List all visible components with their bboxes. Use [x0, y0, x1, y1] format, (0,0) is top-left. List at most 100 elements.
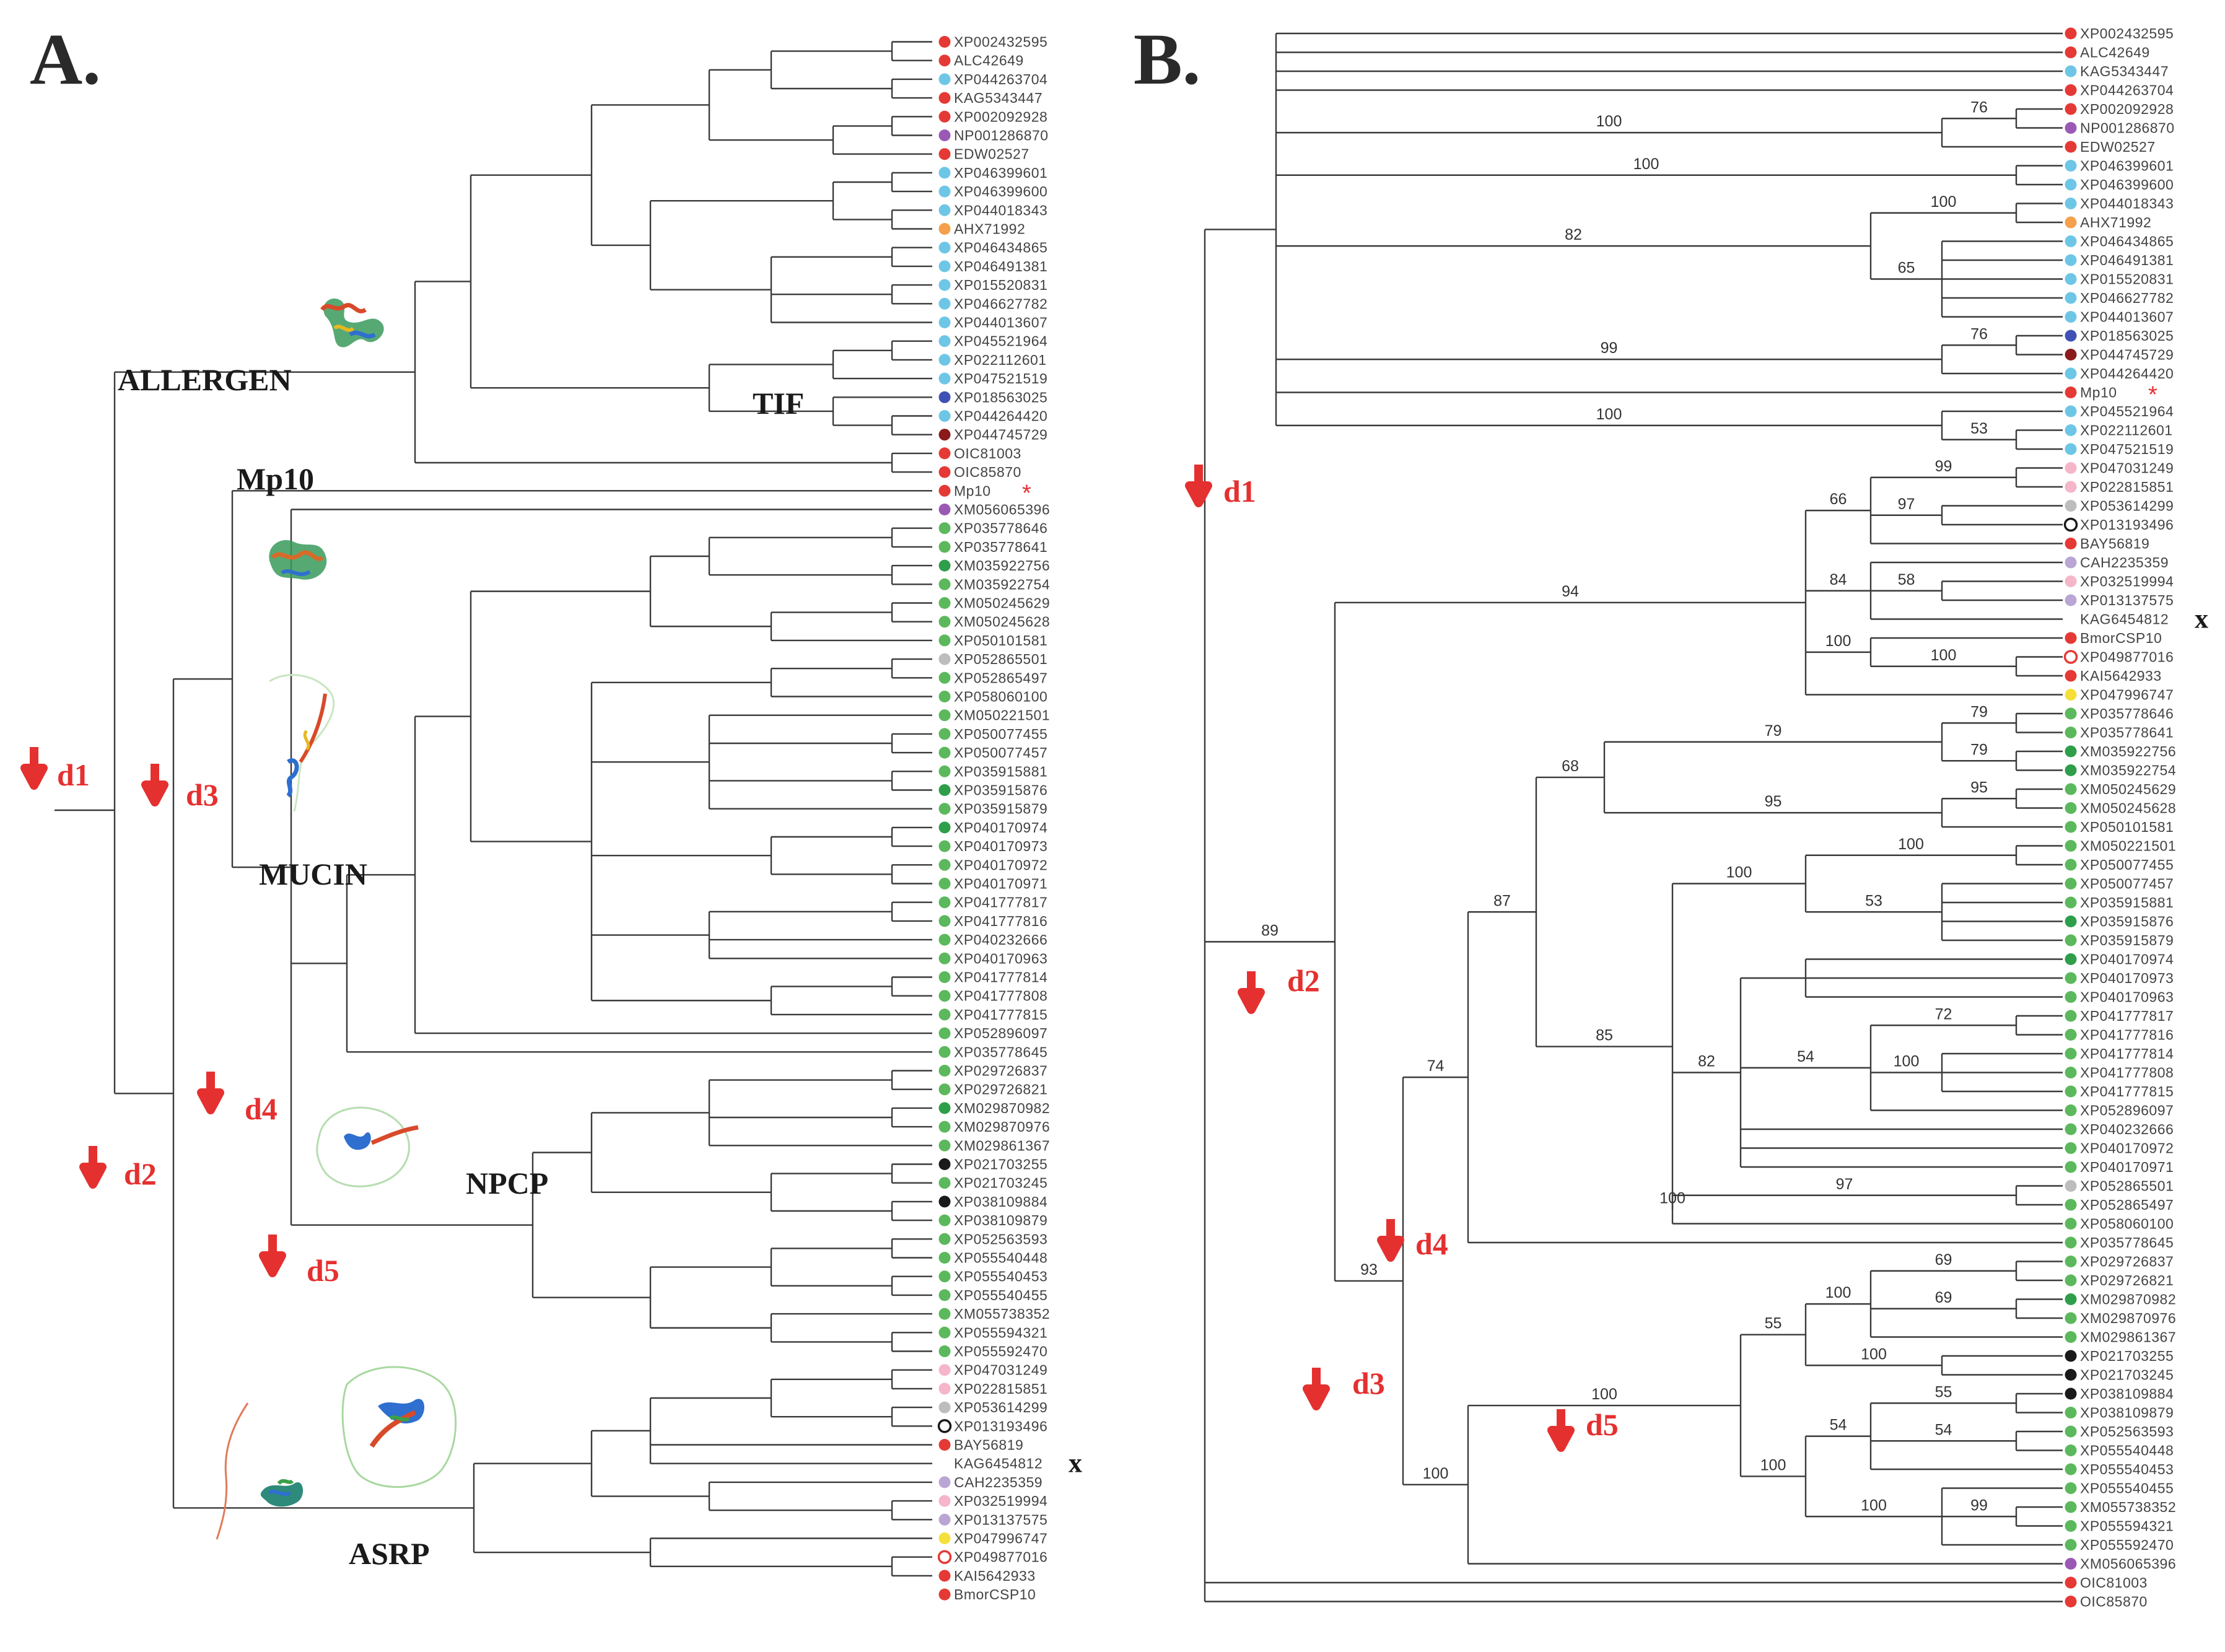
leaf-label: XP041777817 — [954, 894, 1047, 911]
leaf-dot — [938, 597, 951, 609]
leaf-dot — [2065, 916, 2077, 927]
leaf-label: XP055540448 — [2080, 1443, 2174, 1459]
leaf-label: KAG6454812 — [2080, 611, 2169, 627]
leaf-dot — [938, 1476, 951, 1488]
leaf-dot — [2065, 387, 2077, 398]
leaf-label: XP040170973 — [954, 838, 1047, 854]
leaf-label: XP029726837 — [2080, 1254, 2174, 1270]
leaf-label: XP047996747 — [954, 1531, 1047, 1547]
leaf-label: XP015520831 — [954, 277, 1047, 293]
leaf-dot — [938, 1401, 951, 1414]
leaf-dot — [2065, 1596, 2077, 1607]
leaf-label: XM035922756 — [954, 557, 1050, 574]
leaf-label: BmorCSP10 — [954, 1586, 1036, 1602]
leaf-label: XP046399600 — [954, 183, 1047, 199]
leaf-label: XP044264420 — [954, 408, 1047, 424]
leaf-label: XP035915879 — [954, 801, 1047, 817]
leaf-label: XP029726837 — [954, 1063, 1047, 1079]
leaf-label: OIC85870 — [2080, 1594, 2148, 1610]
leaf-dot — [938, 559, 951, 572]
leaf-dot — [938, 1046, 951, 1058]
bootstrap-value: 100 — [1861, 1497, 1887, 1514]
leaf-dot — [2065, 1161, 2077, 1173]
bootstrap-value: 68 — [1562, 758, 1579, 775]
leaf-dot — [938, 616, 951, 628]
leaf-dot — [938, 653, 951, 665]
leaf-dot — [938, 821, 951, 834]
leaf-dot — [938, 36, 951, 48]
leaf-dot — [938, 1364, 951, 1376]
leaf-dot — [938, 671, 951, 684]
leaf-dot — [938, 92, 951, 104]
leaf-label: XP052865501 — [2080, 1178, 2174, 1194]
leaf-dot — [2065, 1293, 2077, 1305]
leaf-label: ALC42649 — [954, 53, 1024, 69]
bootstrap-value: 76 — [1970, 98, 1988, 116]
bootstrap-value: 55 — [1935, 1383, 1952, 1401]
leaf-label: XP047031249 — [954, 1362, 1047, 1378]
domain-label-b-d5: d5 — [1586, 1407, 1619, 1442]
leaf-dot — [2065, 1067, 2077, 1078]
asrp-structure-large — [341, 1366, 457, 1488]
leaf-dot — [938, 952, 951, 964]
leaf-dot — [2065, 991, 2077, 1003]
leaf-label: XP047031249 — [2080, 460, 2174, 476]
clade-label-npcp: NPCP — [466, 1166, 548, 1200]
leaf-label: XM029861367 — [2080, 1329, 2176, 1345]
leaf-dot — [938, 354, 951, 366]
leaf-dot — [2065, 575, 2077, 587]
leaf-dot — [2065, 1482, 2077, 1494]
leaf-dot — [938, 915, 951, 927]
domain-arrow-d4: d4 — [197, 1072, 278, 1126]
leaf-label: XP021703255 — [2080, 1348, 2174, 1364]
bootstrap-value: 84 — [1830, 571, 1847, 588]
leaf-label: XP002092928 — [2080, 101, 2174, 117]
leaf-dot — [2065, 481, 2077, 493]
bootstrap-value: 82 — [1698, 1053, 1715, 1070]
domain-arrow-b-d3: d3 — [1303, 1366, 1385, 1410]
domain-arrow-b-d1: d1 — [1185, 465, 1256, 509]
leaf-label: Mp10 — [954, 483, 991, 499]
panel-a-label: A. — [30, 19, 101, 100]
leaf-dot — [2065, 1010, 2077, 1022]
leaf-dot — [2065, 311, 2077, 323]
leaf-label: XP018563025 — [954, 389, 1047, 405]
mucin-structure — [269, 674, 335, 812]
leaf-dot — [938, 1214, 951, 1226]
leaf-x-mark: x — [2195, 604, 2208, 634]
leaf-label: XP035778645 — [2080, 1235, 2174, 1251]
domain-arrow-d2: d2 — [79, 1146, 157, 1191]
leaf-dot — [2065, 349, 2077, 361]
leaf-label: XP046434865 — [2080, 234, 2174, 250]
leaf-dot — [2065, 972, 2077, 984]
leaf-label: XP049877016 — [2080, 649, 2174, 665]
leaf-label: XP044013607 — [2080, 309, 2174, 325]
domain-arrow-d1: d1 — [20, 747, 90, 792]
leaf-star-mark: * — [2148, 382, 2157, 408]
leaf-label: XP040170973 — [2080, 970, 2174, 986]
leaf-label: XP022815851 — [2080, 479, 2174, 495]
leaf-dot — [2065, 1199, 2077, 1211]
leaf-label: XP050077457 — [2080, 876, 2174, 892]
leaf-dot — [938, 185, 951, 198]
leaf-dot — [2065, 178, 2077, 191]
leaf-label: BAY56819 — [2080, 536, 2149, 552]
leaf-label: XM050245629 — [954, 595, 1050, 611]
leaf-label: XP046434865 — [954, 240, 1047, 256]
leaf-label: XP047996747 — [2080, 687, 2174, 703]
leaf-label: XP041777817 — [2080, 1008, 2174, 1024]
leaf-label: XP040170971 — [2080, 1159, 2174, 1175]
leaf-label: XM029870982 — [954, 1100, 1050, 1116]
leaf-label: XP058060100 — [954, 689, 1047, 705]
leaf-label: XP044018343 — [954, 202, 1047, 218]
leaf-label: XM035922756 — [2080, 743, 2176, 759]
leaf-dot — [2065, 1388, 2077, 1400]
domain-arrow-d3: d3 — [141, 764, 219, 812]
leaf-label: XP046627782 — [954, 295, 1047, 312]
leaf-x-mark: x — [1069, 1448, 1082, 1479]
leaf-dot — [938, 429, 951, 441]
leaf-dot — [938, 1027, 951, 1039]
leaf-label: XP040170972 — [2080, 1140, 2174, 1156]
leaf-label: XP035778641 — [2080, 725, 2174, 741]
